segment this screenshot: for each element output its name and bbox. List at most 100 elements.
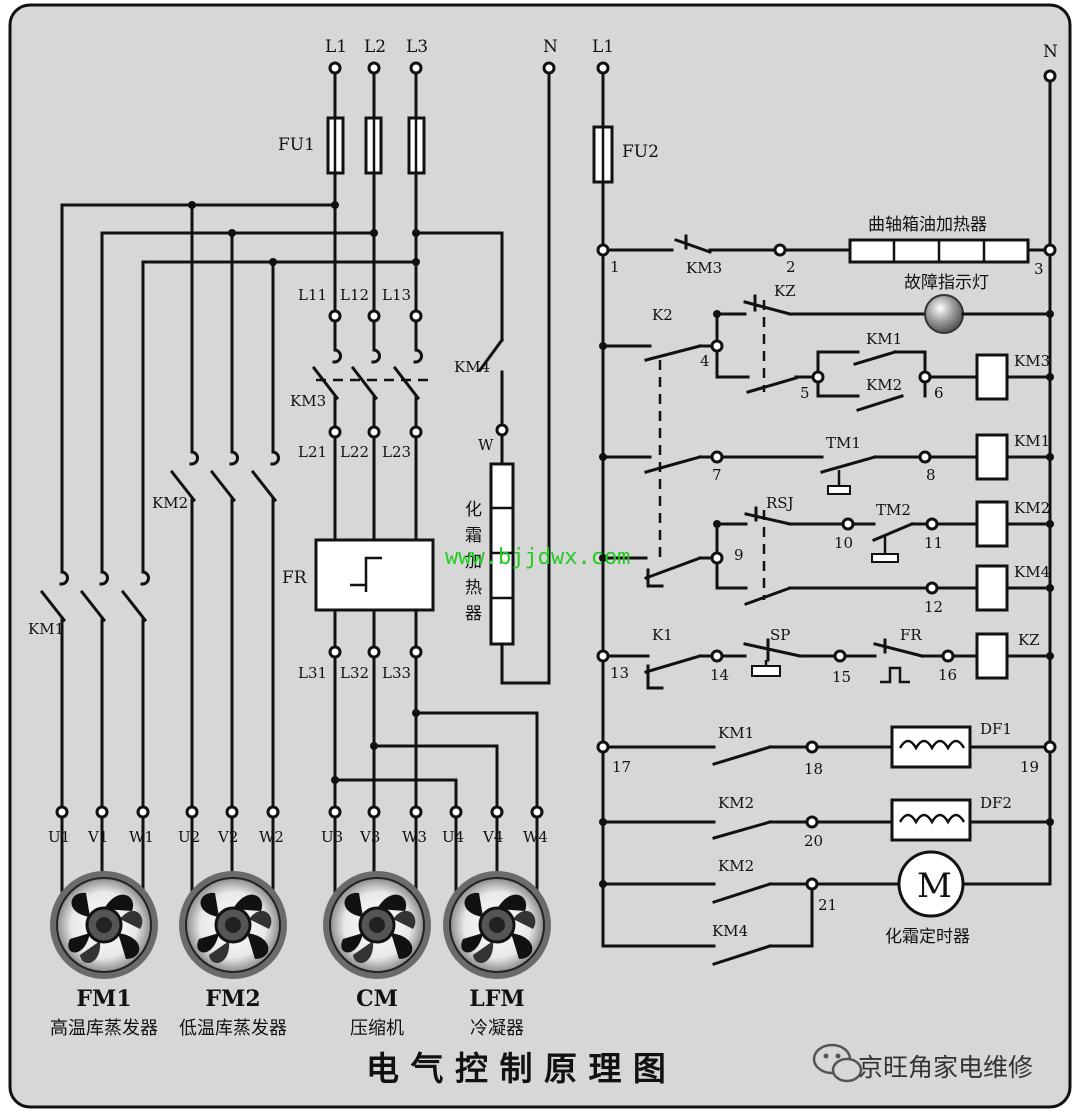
fu1-label: FU1 [278,135,315,155]
node-8-terminal [918,450,932,464]
km3-nc-label: KM3 [686,259,722,277]
node-14-label: 14 [710,666,729,684]
terminal-label-u1: U1 [48,828,70,846]
l32-label: L32 [340,664,369,682]
km2-timer-label: KM2 [718,857,754,875]
km1-power-label: KM1 [28,620,64,638]
timer-motor-symbol: M [917,866,952,906]
l12-label: L12 [340,286,369,304]
wechat-badge: 京旺角家电维修 [812,1043,1033,1083]
l13-label: L13 [382,286,411,304]
wechat-icon [812,1043,863,1083]
power-circuit: L1 L2 L3 N FU1 KM1 [28,37,558,1039]
km3-power-label: KM3 [290,392,326,410]
fan-motor-icon [321,869,433,981]
l33-label: L33 [382,664,411,682]
valve-df1-label: DF1 [980,720,1012,738]
node-1-terminal [596,243,610,257]
tm2-contact-label: TM2 [876,501,911,519]
node-13-terminal [596,649,610,663]
terminal-v1 [95,805,109,819]
node-16-terminal [941,649,955,663]
terminal-u3 [328,805,342,819]
svg-text:加: 加 [465,552,482,572]
node-2-label: 2 [786,258,796,276]
control-circuit: L1 N FU2 曲轴箱油加热器 KM3 故障指示灯 KZ K2 [592,37,1058,966]
terminal-w2 [266,805,280,819]
terminal-label-v2: V2 [217,828,238,846]
l23-label: L23 [382,443,411,461]
svg-text:热: 热 [465,578,482,598]
terminal-label-v4: V4 [482,828,503,846]
node-11-terminal [925,517,939,531]
fan-motor-icon [48,869,160,981]
fan-motor-icon [177,869,289,981]
coil-kz-label: KZ [1018,631,1040,649]
node-1-label: 1 [610,258,620,276]
motor-lfm: LFM 冷凝器 [441,869,553,1039]
terminal-w1 [136,805,150,819]
node-4-label: 4 [700,352,710,370]
terminal-u2 [185,805,199,819]
svg-text:器: 器 [465,604,482,624]
node-2-terminal [773,243,787,257]
km2-power-label: KM2 [152,494,188,512]
node-9-label: 9 [734,546,744,564]
motor-name: 冷凝器 [470,1018,524,1039]
motor-code: CM [356,986,398,1012]
node-12-terminal [925,581,939,595]
fr-power-label: FR [282,568,308,588]
node-6-terminal [918,370,932,384]
node-5-label: 5 [800,384,810,402]
l22-label: L22 [340,443,369,461]
motor-name: 压缩机 [350,1018,404,1039]
svg-text:化: 化 [465,500,482,520]
defrost-timer-label: 化霜定时器 [885,927,970,947]
km2-df2-label: KM2 [718,794,754,812]
node-17-terminal [596,740,610,754]
fu2-label: FU2 [622,142,659,162]
terminal-label-u4: U4 [442,828,464,846]
coil-km1-label: KM1 [1014,432,1050,450]
motor-code: FM1 [76,986,131,1012]
terminal-label-u2: U2 [178,828,200,846]
terminal-label-v1: V1 [87,828,108,846]
node-19-label: 19 [1020,758,1039,776]
l31-label: L31 [298,664,327,682]
defrost-heater-label: 化 霜 加 热 器 [465,500,482,624]
tm1-contact-label: TM1 [826,434,861,452]
motor-name: 高温库蒸发器 [50,1018,158,1039]
rsj-contact-label: RSJ [766,494,794,512]
node-10-label: 10 [834,534,853,552]
ctrl-n-label: N [1043,42,1058,62]
node-8-label: 8 [926,466,936,484]
valve-df2-label: DF2 [980,794,1012,812]
fault-indicator-lamp [924,294,964,334]
km2-hold-label: KM2 [866,376,902,394]
supply-l1-label: L1 [325,37,347,57]
diagram-panel [8,3,1072,1109]
node-21-terminal [805,877,819,891]
node-5-terminal [811,370,825,384]
km4-power-label: KM4 [454,358,490,376]
node-19-terminal [1043,740,1057,754]
supply-l3-label: L3 [406,37,428,57]
motor-code: LFM [469,986,524,1012]
node-13-label: 13 [610,664,629,682]
node-3-label: 3 [1034,260,1044,278]
sp-contact-label: SP [770,626,790,644]
wechat-account-name: 京旺角家电维修 [858,1053,1033,1082]
terminal-label-u3: U3 [321,828,343,846]
node-16-label: 16 [938,666,957,684]
supply-n-label: N [543,37,558,57]
w-terminal-label: W [478,436,494,454]
motor-cm: CM 压缩机 [321,869,433,1039]
node-7-terminal [710,450,724,464]
motor-fm1: FM1 高温库蒸发器 [48,869,160,1039]
node-20-label: 20 [804,832,823,850]
node-7-label: 7 [712,466,722,484]
